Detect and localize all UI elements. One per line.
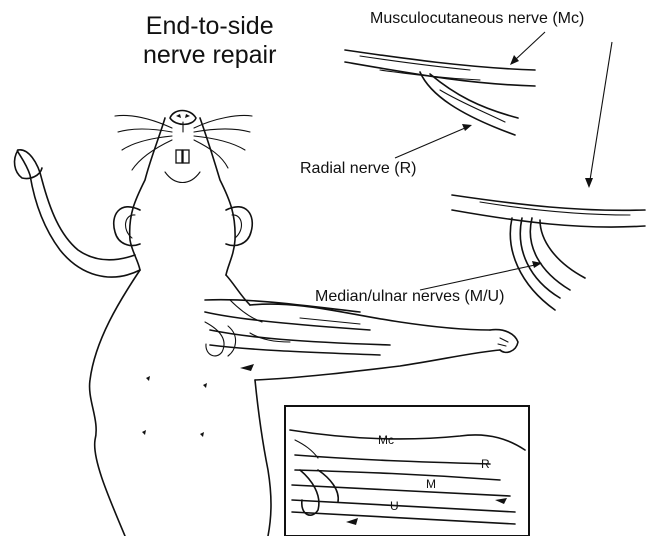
inset-label-u: U [390,499,399,513]
rat-torso-right [226,275,271,536]
rat-torso-left [90,270,140,536]
inset-label-r: R [481,457,490,471]
rat-nostril-left [176,114,181,118]
rat-tooth-left [176,150,182,163]
title-line-1: End-to-side [143,12,276,41]
label-median-ulnar: Median/ulnar nerves (M/U) [315,288,504,306]
arm-dissection-nerves [205,300,390,371]
inset-panel [285,406,529,536]
rat-right-arm-upper [250,304,490,330]
rat-drawing [15,111,518,537]
rat-head-outline [130,118,165,270]
inset-label-m: M [426,477,436,491]
rat-right-paw [490,330,518,353]
detail-radial-repair [345,50,535,135]
rat-ear-left [114,207,140,246]
label-arrows [395,32,612,290]
rat-left-arm [17,150,140,277]
rat-tooth-right [183,150,189,163]
label-musculocutaneous: Musculocutaneous nerve (Mc) [370,10,584,28]
title-line-2: nerve repair [143,41,276,70]
figure-title: End-to-side nerve repair [143,12,276,70]
label-radial: Radial nerve (R) [300,160,416,178]
rat-ear-right [226,207,252,246]
rat-nostril-right [185,114,190,118]
rat-head-outline-right [200,118,235,275]
inset-label-mc: Mc [378,433,394,447]
